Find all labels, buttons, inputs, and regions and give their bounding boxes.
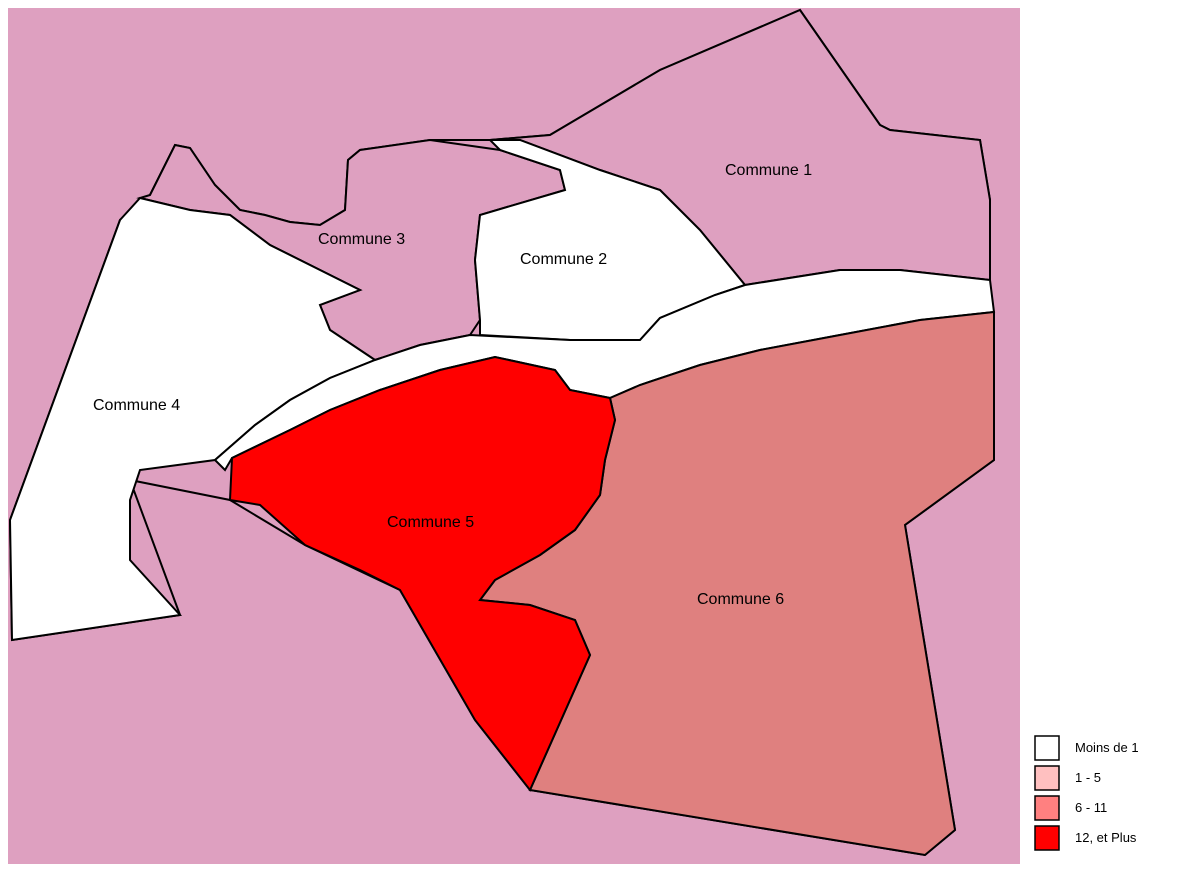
- commune-3-label: Commune 3: [318, 231, 405, 248]
- commune-5-label: Commune 5: [387, 514, 474, 531]
- legend-label-1: 1 - 5: [1075, 770, 1101, 785]
- commune-6-label: Commune 6: [697, 591, 784, 608]
- legend-label-2: 6 - 11: [1075, 800, 1107, 815]
- legend-label-3: 12, et Plus: [1075, 830, 1137, 845]
- legend-swatch-2: [1034, 795, 1060, 821]
- legend-swatch-3: [1034, 825, 1060, 851]
- commune-4-label: Commune 4: [93, 397, 180, 414]
- commune-5-region: [228, 355, 617, 792]
- legend-swatch-0: [1034, 735, 1060, 761]
- legend: Moins de 1 1 - 5 6 - 11 12, et Plus: [1034, 735, 1139, 851]
- legend-label-0: Moins de 1: [1075, 740, 1139, 755]
- legend-swatch-1: [1034, 765, 1060, 791]
- commune-1-label: Commune 1: [725, 162, 812, 179]
- commune-2-label: Commune 2: [520, 251, 607, 268]
